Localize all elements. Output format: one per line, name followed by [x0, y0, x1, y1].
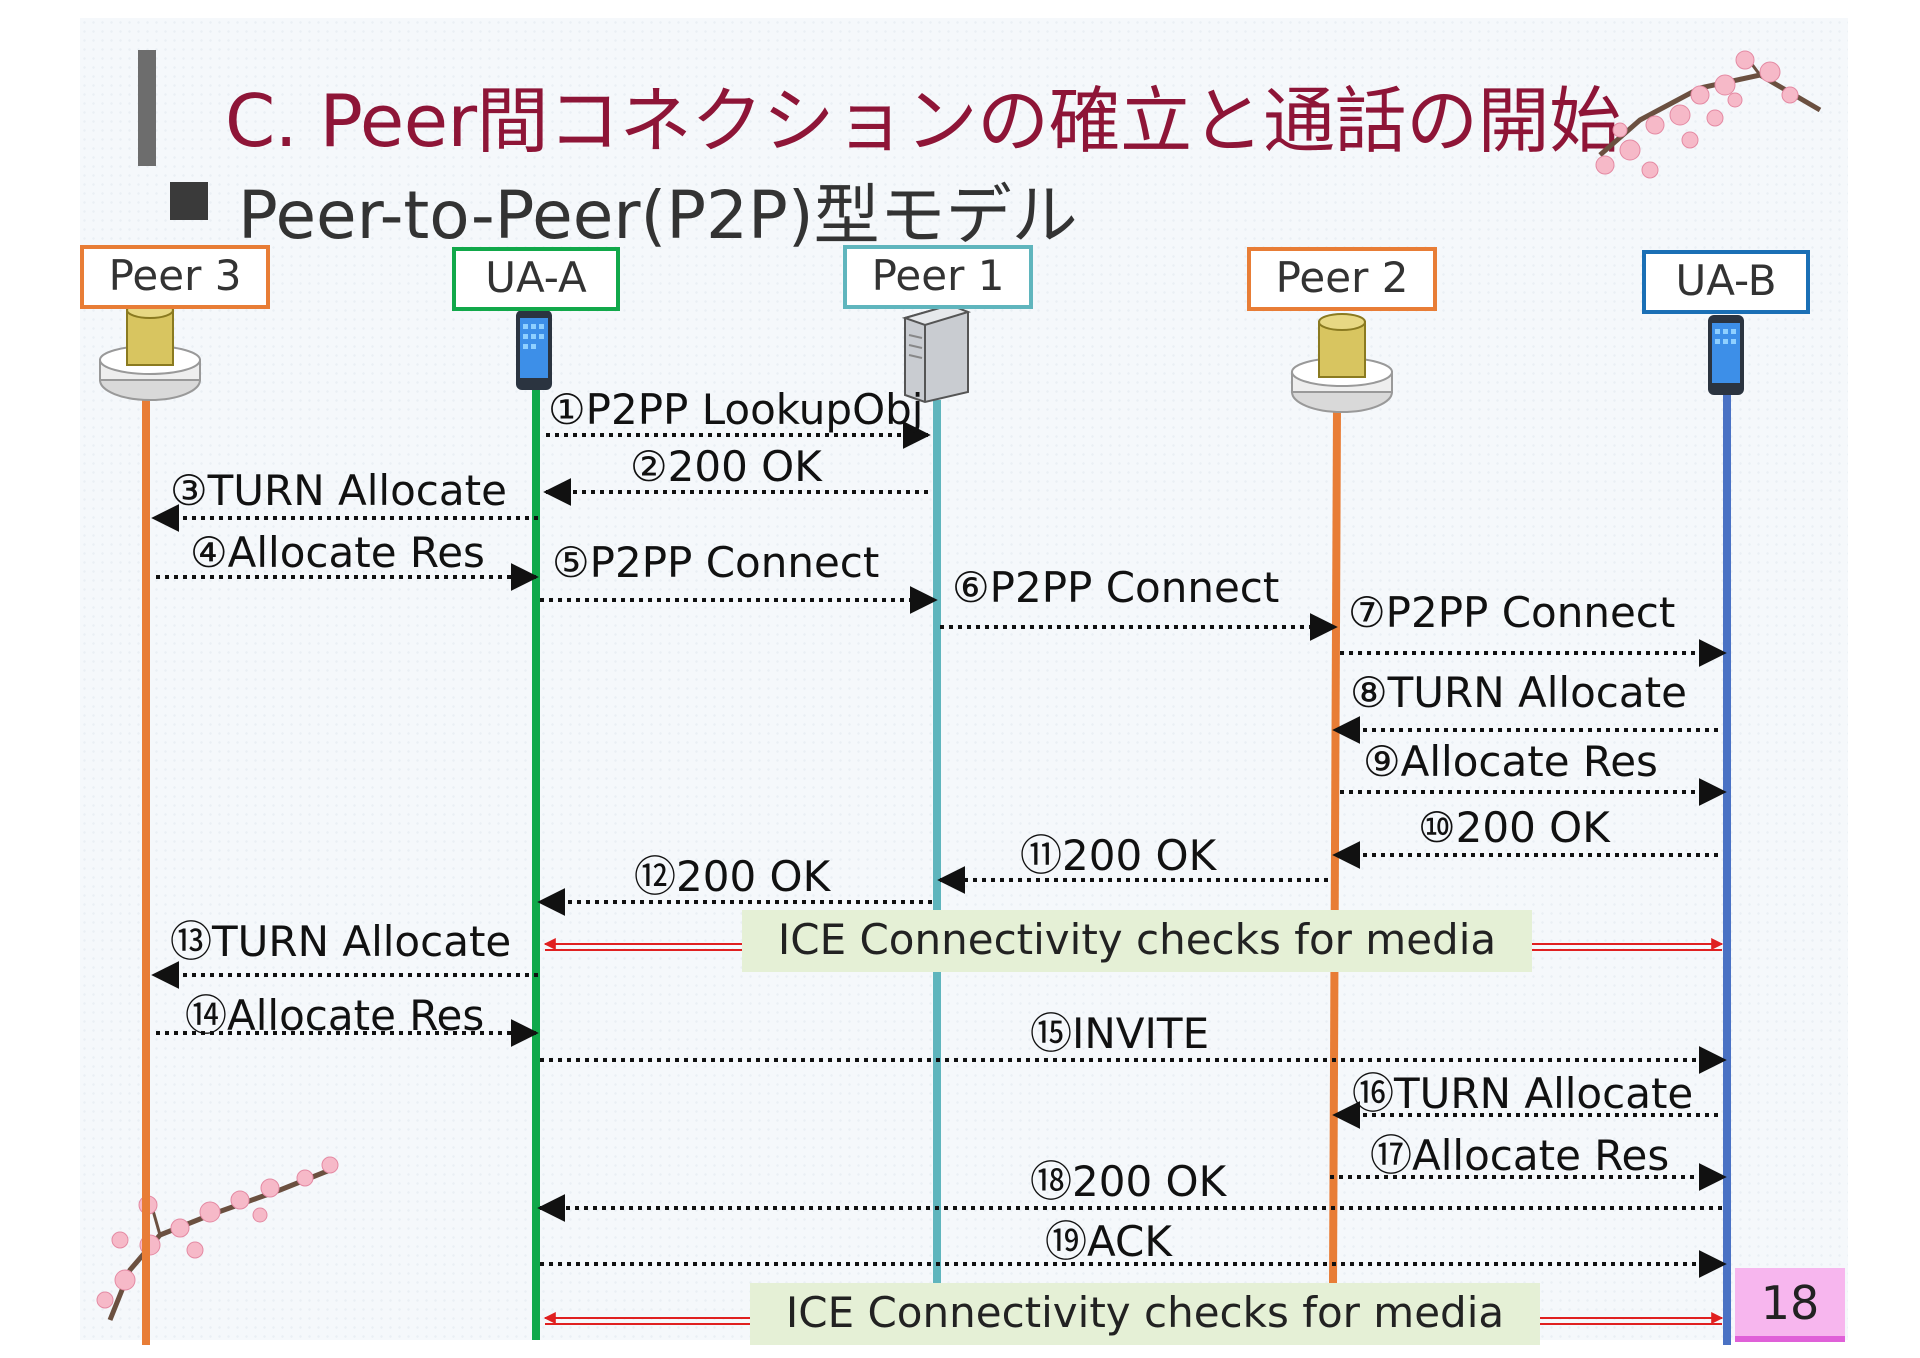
message-label-18: ⑱200 OK: [1030, 1157, 1227, 1206]
message-label-3: ③TURN Allocate: [170, 466, 507, 515]
message-label-9: ⑨Allocate Res: [1363, 737, 1658, 786]
message-label-7: ⑦P2PP Connect: [1348, 588, 1676, 637]
message-label-5: ⑤P2PP Connect: [552, 538, 880, 587]
title-accent-bar: [138, 50, 156, 166]
message-label-11: ⑪200 OK: [1020, 831, 1217, 880]
cherry-blossom-branch-icon: [96, 1156, 339, 1321]
cherry-blossom-branch-icon: [1595, 50, 1822, 179]
lifeline-peer2: [1329, 407, 1341, 1286]
message-label-1: ①P2PP LookupObj: [548, 385, 924, 434]
message-label-19: ⑲ACK: [1045, 1217, 1172, 1266]
entity-peer2: Peer 2: [1247, 247, 1437, 311]
page-subtitle: Peer-to-Peer(P2P)型モデル: [238, 177, 1078, 254]
message-label-6: ⑥P2PP Connect: [952, 563, 1280, 612]
message-label-13: ⑬TURN Allocate: [170, 917, 512, 966]
hub-icon: [1291, 313, 1393, 413]
message-label-10: ⑩200 OK: [1418, 803, 1610, 852]
message-label-4: ④Allocate Res: [190, 528, 485, 577]
ice-check-box-2: ICE Connectivity checks for media: [750, 1283, 1540, 1345]
message-label-15: ⑮INVITE: [1030, 1009, 1210, 1058]
message-label-14: ⑭Allocate Res: [185, 991, 485, 1040]
entity-uab: UA-B: [1642, 250, 1810, 314]
message-label-8: ⑧TURN Allocate: [1350, 668, 1687, 717]
message-label-12: ⑫200 OK: [634, 852, 831, 901]
entity-peer1: Peer 1: [843, 245, 1033, 309]
page-number: 18: [1735, 1268, 1845, 1342]
smartphone-icon: [1708, 315, 1744, 395]
slide: [80, 18, 1848, 1340]
page-title: C. Peer間コネクションの確立と通話の開始: [225, 79, 1621, 163]
bullet-square-icon: [170, 182, 208, 220]
hub-icon: [99, 301, 201, 401]
entity-peer3: Peer 3: [80, 245, 270, 309]
smartphone-icon: [516, 310, 552, 390]
message-label-17: ⑰Allocate Res: [1370, 1131, 1670, 1180]
server-icon: [901, 303, 972, 404]
message-label-16: ⑯TURN Allocate: [1352, 1069, 1694, 1118]
entity-uaa: UA-A: [452, 247, 620, 311]
ice-check-box-1: ICE Connectivity checks for media: [742, 910, 1532, 972]
message-label-2: ②200 OK: [630, 442, 822, 491]
